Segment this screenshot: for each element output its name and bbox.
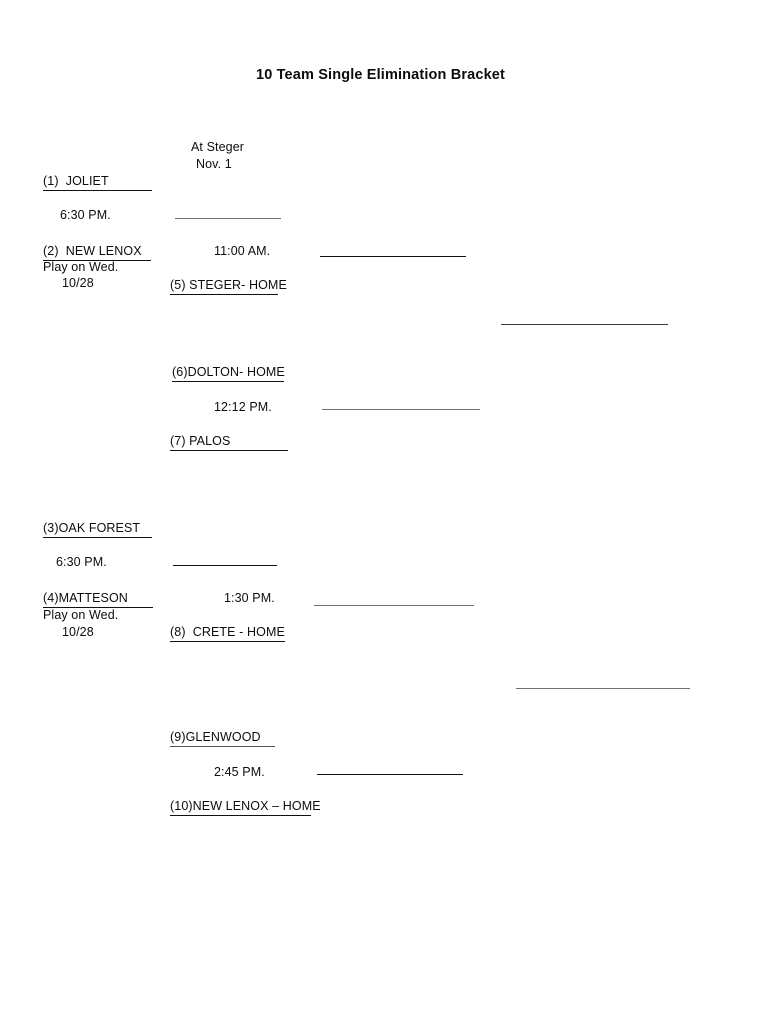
bracket-entry-seed-5[interactable]: (5) STEGER- HOME xyxy=(170,278,287,295)
bracket-entry-seed-2[interactable]: (2) NEW LENOX xyxy=(43,244,151,261)
game-time-seed9-vs-seed10: 2:45 PM. xyxy=(214,765,265,779)
advancement-line-semifinal-lower[interactable] xyxy=(516,688,690,689)
bracket-entry-seed-1[interactable]: (1) JOLIET xyxy=(43,174,152,191)
bracket-entry-seed-7[interactable]: (7) PALOS xyxy=(170,434,288,451)
game-time-seed1-vs-seed2: 6:30 PM. xyxy=(60,208,111,222)
site-date-label: Nov. 1 xyxy=(196,157,232,171)
advancement-line-round3-lower-b[interactable] xyxy=(317,774,463,775)
advancement-line-round3-upper-b[interactable] xyxy=(322,409,480,410)
game-time-seed5-game: 11:00 AM. xyxy=(214,244,271,258)
play-note-lower-line1: Play on Wed. xyxy=(43,608,119,622)
advancement-line-round2-lower-a[interactable] xyxy=(173,565,277,566)
advancement-line-round3-lower-a[interactable] xyxy=(314,605,474,606)
page-title: 10 Team Single Elimination Bracket xyxy=(256,67,505,83)
bracket-entry-seed-9[interactable]: (9)GLENWOOD xyxy=(170,730,275,747)
play-note-upper-line2: 10/28 xyxy=(62,276,94,290)
play-note-lower-line2: 10/28 xyxy=(62,625,94,639)
advancement-line-round3-upper-a[interactable] xyxy=(320,256,466,257)
play-note-upper-line1: Play on Wed. xyxy=(43,260,119,274)
advancement-line-round2-upper-a[interactable] xyxy=(175,218,281,219)
game-time-seed6-vs-seed7: 12:12 PM. xyxy=(214,400,272,414)
bracket-entry-seed-6[interactable]: (6)DOLTON- HOME xyxy=(172,365,285,382)
bracket-entry-seed-8[interactable]: (8) CRETE - HOME xyxy=(170,625,285,642)
game-time-seed8-game: 1:30 PM. xyxy=(224,591,275,605)
site-location-label: At Steger xyxy=(191,140,245,154)
game-time-seed3-vs-seed4: 6:30 PM. xyxy=(56,555,107,569)
bracket-entry-seed-10[interactable]: (10)NEW LENOX – HOME xyxy=(170,799,321,816)
advancement-line-semifinal-upper[interactable] xyxy=(501,324,668,325)
bracket-entry-seed-3[interactable]: (3)OAK FOREST xyxy=(43,521,152,538)
bracket-entry-seed-4[interactable]: (4)MATTESON xyxy=(43,591,153,608)
